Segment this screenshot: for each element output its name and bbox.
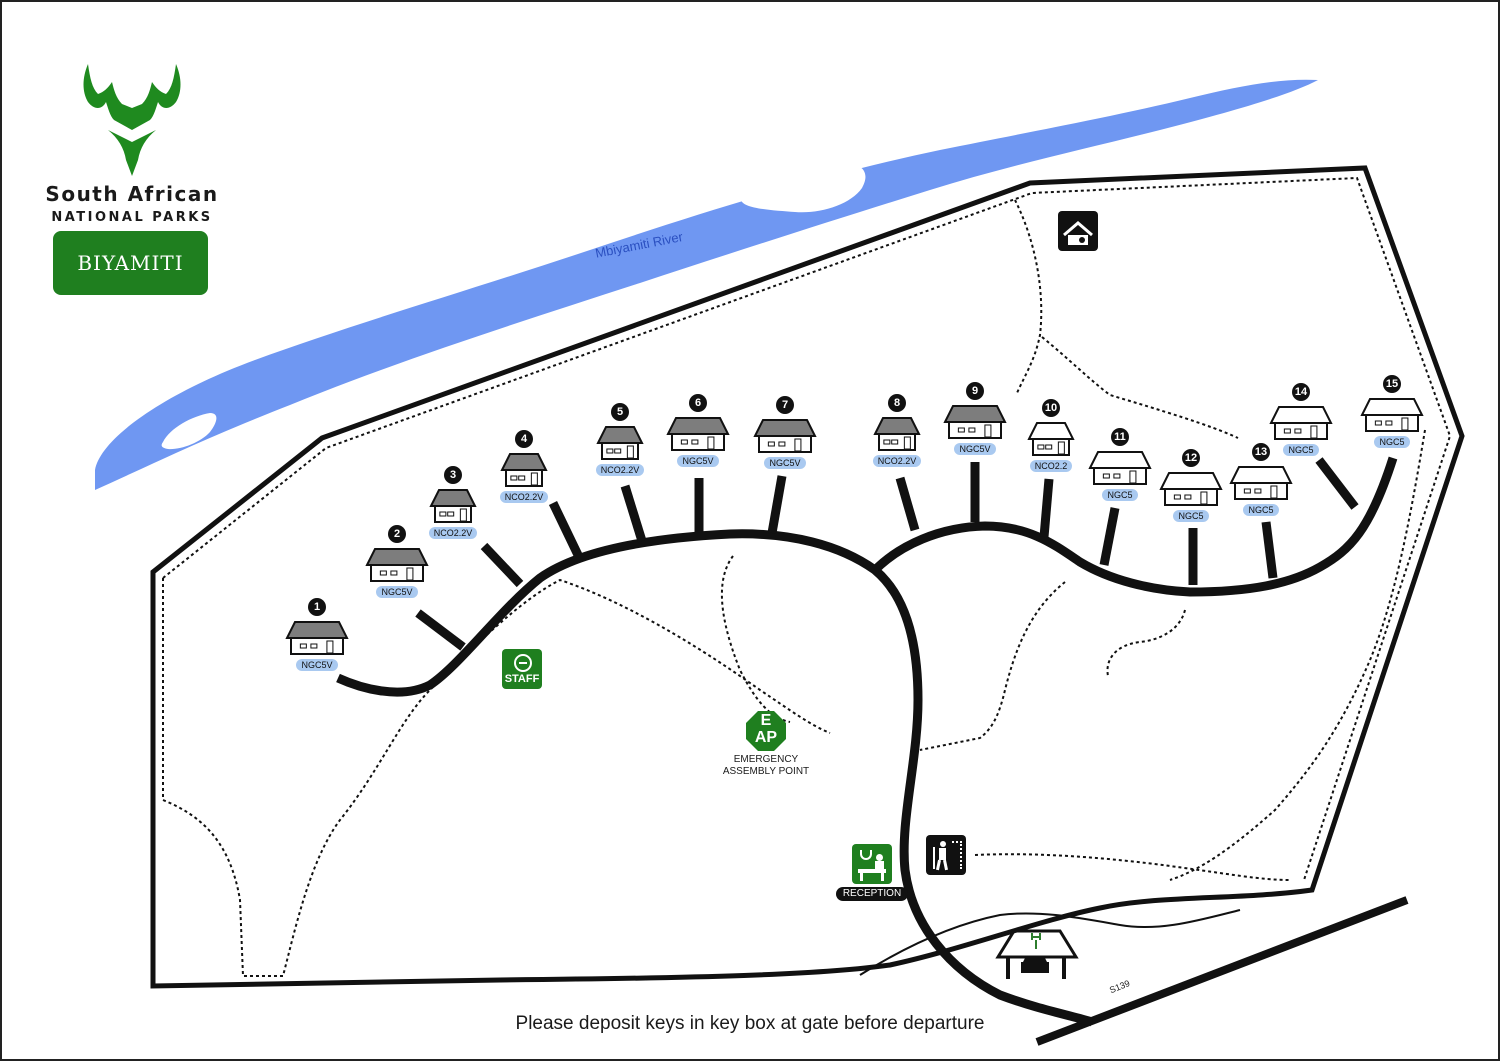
unit-number-badge: 7 — [776, 396, 794, 414]
unit-type-label: NCO2.2V — [417, 527, 489, 539]
footpath-hide — [1014, 199, 1239, 439]
river-island-west — [161, 413, 217, 450]
unit-number-badge: 4 — [515, 430, 533, 448]
hiker-icon[interactable] — [926, 835, 966, 875]
mbiyamiti-river — [95, 79, 1318, 490]
brand-line1: South African — [45, 182, 219, 206]
unit-type-label: NCO2.2V — [861, 455, 933, 467]
unit-type-label: NGC5V — [361, 586, 433, 598]
assembly-label-line2: ASSEMBLY POINT — [722, 766, 810, 777]
unit-number-badge: 11 — [1111, 428, 1129, 446]
chalet-icon — [596, 426, 644, 460]
unit-type-label: NGC5 — [1225, 504, 1297, 516]
gate-carport-icon[interactable] — [995, 929, 1079, 979]
chalet-icon — [1229, 466, 1293, 500]
footpath-central — [720, 555, 791, 723]
unit-type-label: NGC5V — [749, 457, 821, 469]
river-island-east — [741, 161, 866, 213]
unit-number-badge: 13 — [1252, 443, 1270, 461]
departure-notice: Please deposit keys in key box at gate b… — [515, 1013, 985, 1034]
unit-number-badge: 1 — [308, 598, 326, 616]
unit-number-badge: 2 — [388, 525, 406, 543]
public-road-s139 — [1035, 896, 1409, 1046]
game-viewing-hide-icon[interactable] — [1058, 211, 1098, 251]
chalet-icon — [873, 417, 921, 451]
unit-type-label: NGC5 — [1084, 489, 1156, 501]
staff-label: STAFF — [504, 673, 540, 685]
unit-type-label: NGC5 — [1155, 510, 1227, 522]
chalet-icon — [1088, 451, 1152, 485]
unit-type-label: NGC5 — [1265, 444, 1337, 456]
chalet-icon — [1159, 472, 1223, 506]
unit-number-badge: 6 — [689, 394, 707, 412]
unit-number-badge: 14 — [1292, 383, 1310, 401]
chalet-icon — [666, 417, 730, 451]
chalet-icon — [1360, 398, 1424, 432]
camp-boundary-fence — [150, 165, 1465, 989]
reception-label: RECEPTION — [836, 887, 908, 901]
camp-name-badge: BIYAMITI — [53, 231, 208, 295]
unit-type-label: NGC5V — [939, 443, 1011, 455]
camp-road-east-loop — [871, 456, 1398, 597]
emergency-assembly-badge[interactable]: E AP — [746, 711, 786, 751]
footpath-east — [919, 429, 1426, 881]
chalet-icon — [285, 621, 349, 655]
unit-type-label: NCO2.2V — [488, 491, 560, 503]
kudu-head-icon — [83, 64, 181, 176]
chalet-icon — [500, 453, 548, 487]
chalet-icon — [429, 489, 477, 523]
assembly-badge-line1: E — [760, 712, 772, 729]
chalet-icon — [753, 419, 817, 453]
unit-number-badge: 5 — [611, 403, 629, 421]
unit-number-badge: 15 — [1383, 375, 1401, 393]
chalet-icon — [1027, 422, 1075, 456]
chalet-icon — [943, 405, 1007, 439]
unit-number-badge: 9 — [966, 382, 984, 400]
unit-type-label: NGC5V — [662, 455, 734, 467]
assembly-badge-line2: AP — [754, 729, 778, 746]
chalet-icon — [1269, 406, 1333, 440]
unit-type-label: NCO2.2 — [1015, 460, 1087, 472]
footpath-trail — [974, 853, 1291, 881]
unit-number-badge: 12 — [1182, 449, 1200, 467]
unit-type-label: NCO2.2V — [584, 464, 656, 476]
unit-number-badge: 3 — [444, 466, 462, 484]
unit-number-badge: 10 — [1042, 399, 1060, 417]
unit-number-badge: 8 — [888, 394, 906, 412]
chalet-icon — [365, 548, 429, 582]
assembly-label-line1: EMERGENCY — [733, 754, 799, 765]
no-entry-icon — [514, 654, 532, 672]
staff-area-icon[interactable]: STAFF — [502, 649, 542, 689]
reception-desk-icon[interactable] — [852, 844, 892, 884]
entrance-road-outline — [859, 909, 1241, 976]
footpath-sw — [162, 578, 831, 977]
unit-type-label: NGC5V — [281, 659, 353, 671]
driveways — [415, 457, 1359, 651]
unit-type-label: NGC5 — [1356, 436, 1428, 448]
brand-line2: NATIONAL PARKS — [51, 210, 213, 225]
